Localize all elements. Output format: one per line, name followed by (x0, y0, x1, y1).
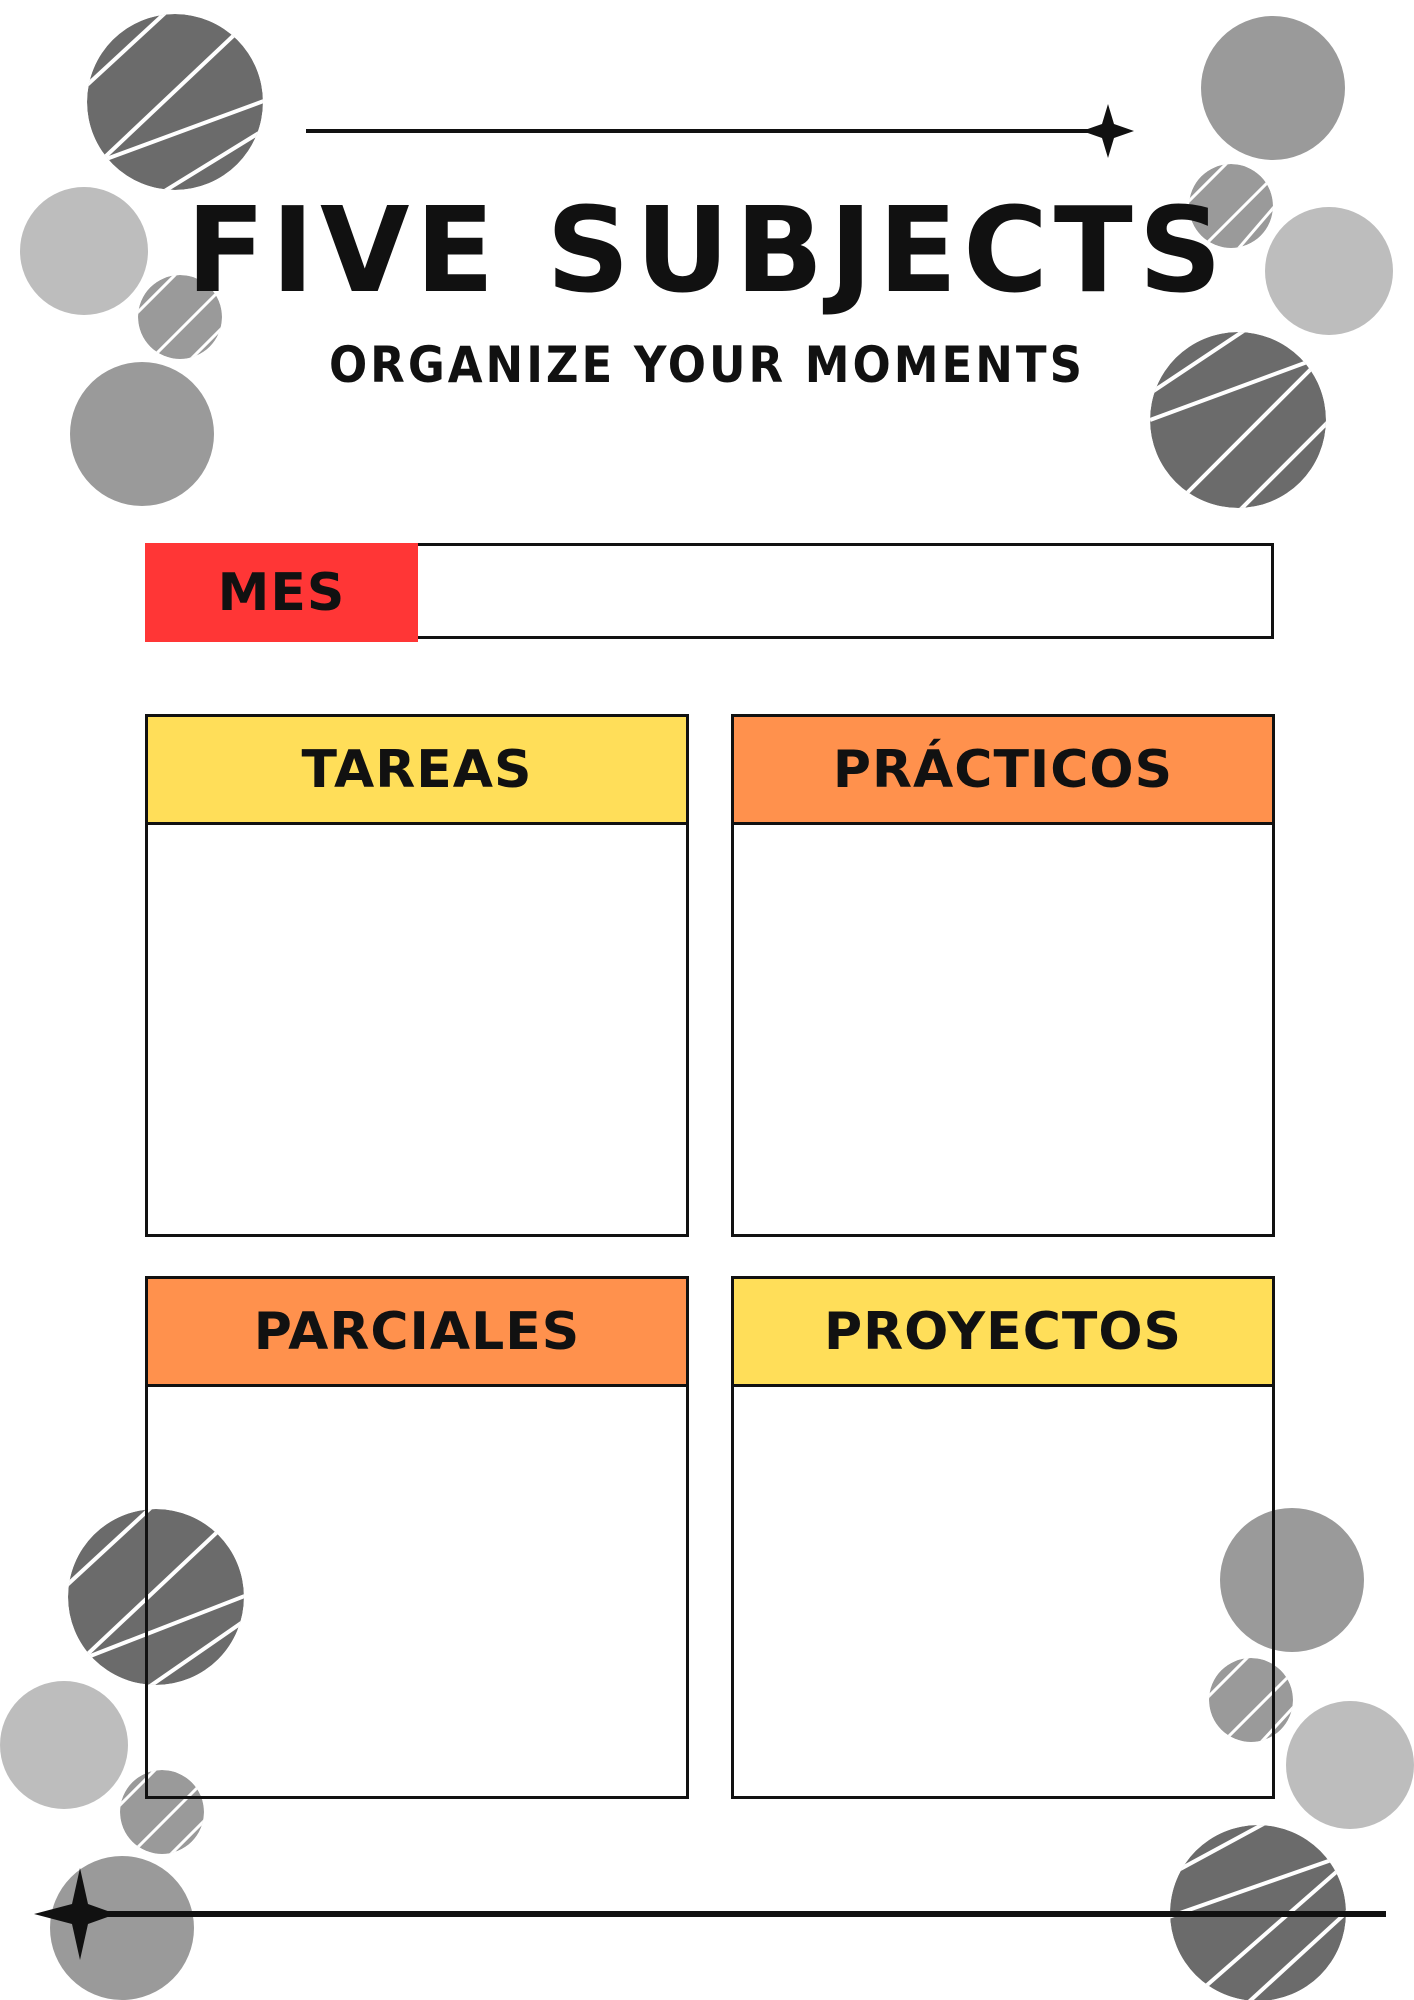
footer-rule (60, 1911, 1386, 1917)
month-field[interactable]: MES (145, 543, 1274, 642)
striped-circle-icon (87, 14, 263, 190)
page-title: FIVE SUBJECTS (186, 181, 1228, 319)
subject-area[interactable] (734, 825, 1272, 1234)
subject-header: TAREAS (148, 717, 686, 825)
striped-circle-icon (138, 275, 222, 359)
month-input[interactable] (438, 546, 1261, 636)
plain-circle-icon (1220, 1508, 1364, 1652)
subject-box-proyectos: PROYECTOS (731, 1276, 1275, 1799)
subject-area[interactable] (148, 825, 686, 1234)
plain-circle-icon (1201, 16, 1345, 160)
subject-box-parciales: PARCIALES (145, 1276, 689, 1799)
subject-box-tareas: TAREAS (145, 714, 689, 1237)
subject-header: PARCIALES (148, 1279, 686, 1387)
month-label: MES (145, 543, 418, 642)
subject-box-practicos: PRÁCTICOS (731, 714, 1275, 1237)
plain-circle-icon (1286, 1701, 1414, 1829)
subject-header: PROYECTOS (734, 1279, 1272, 1387)
header-rule (306, 129, 1100, 133)
plain-circle-icon (20, 187, 148, 315)
plain-circle-icon (70, 362, 214, 506)
plain-circle-icon (1265, 207, 1393, 335)
subject-area[interactable] (734, 1387, 1272, 1796)
subject-area[interactable] (148, 1387, 686, 1796)
page-subtitle: ORGANIZE YOUR MOMENTS (328, 336, 1086, 394)
plain-circle-icon (0, 1681, 128, 1809)
subject-header: PRÁCTICOS (734, 717, 1272, 825)
striped-circle-icon (1170, 1825, 1346, 2000)
plain-circle-icon (50, 1856, 194, 2000)
four-point-star-icon (1082, 104, 1134, 158)
